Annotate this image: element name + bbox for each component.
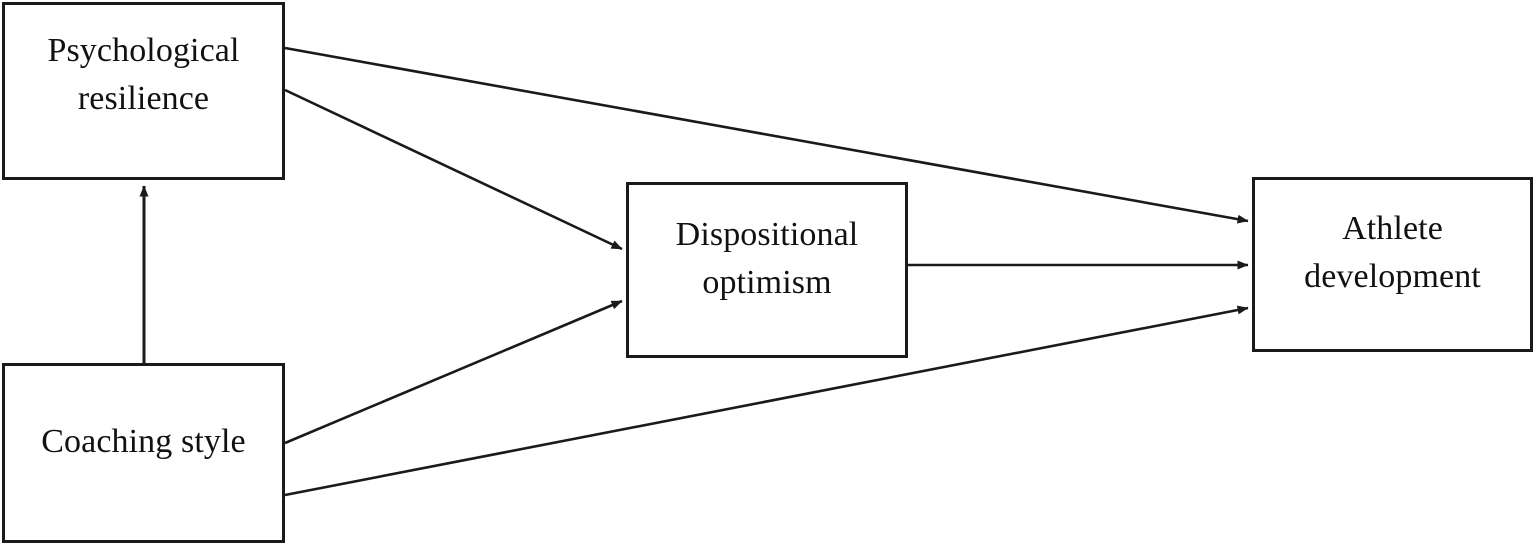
- node-label-coaching-style: Coaching style: [41, 423, 246, 460]
- node-coaching-style[interactable]: Coaching style: [2, 363, 285, 543]
- node-label-psychological-resilience: Psychological resilience: [47, 32, 240, 118]
- node-athlete-development[interactable]: Athlete development: [1252, 177, 1533, 352]
- node-label-athlete-development: Athlete development: [1304, 210, 1481, 296]
- node-label-dispositional-optimism: Dispositional optimism: [675, 216, 859, 302]
- edge-coaching-style-to-dispositional-optimism: [284, 299, 623, 445]
- edge-psychological-resilience-to-dispositional-optimism: [284, 88, 623, 251]
- node-dispositional-optimism[interactable]: Dispositional optimism: [626, 182, 908, 358]
- edge-psychological-resilience-to-athlete-development: [284, 46, 1249, 224]
- edge-coaching-style-to-athlete-development: [284, 305, 1249, 497]
- node-psychological-resilience[interactable]: Psychological resilience: [2, 2, 285, 180]
